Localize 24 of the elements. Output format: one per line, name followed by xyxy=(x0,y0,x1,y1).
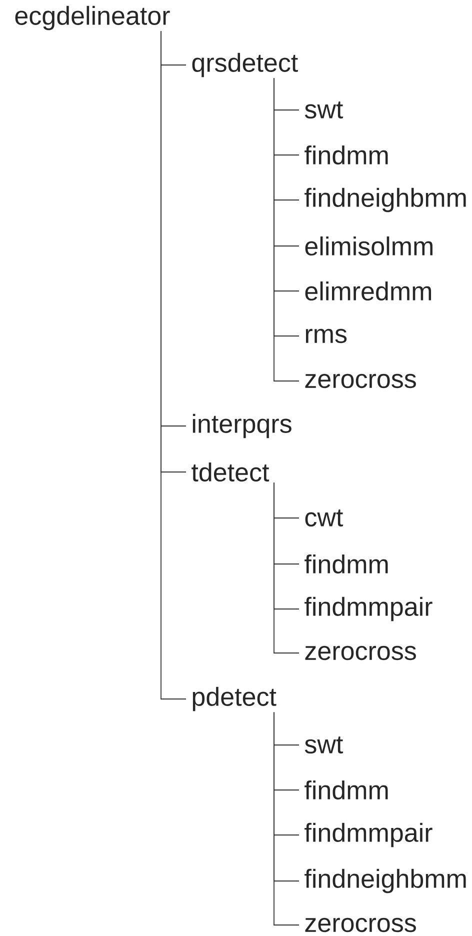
tree-item-label: qrsdetect xyxy=(192,52,298,78)
tree-item-label: findneighbmm xyxy=(304,868,466,894)
tree-item-label: zerocross xyxy=(305,918,416,932)
tree-item-label: swt xyxy=(304,736,344,754)
tree-item-label: findmmpair xyxy=(304,822,432,848)
tree-item-label: elimredmm xyxy=(305,281,432,301)
tree-item-label: findmm xyxy=(304,145,388,165)
tree-item-label: findmm xyxy=(304,780,388,800)
tree-item-label: ecgdelineator xyxy=(15,6,170,30)
tree-item-label: rms xyxy=(306,328,347,344)
tree-item-label: elimisolmm xyxy=(305,236,432,256)
tree-item-label: zerocross xyxy=(305,646,416,660)
tree-item-label: cwt xyxy=(305,509,344,527)
tree-item-label: interpqrs xyxy=(192,414,292,438)
tree-item-label: findmm xyxy=(304,554,388,574)
tree-item-label: findneighbmm xyxy=(304,188,466,212)
tree-connector xyxy=(274,482,300,654)
tree-item-label: findmmpair xyxy=(304,596,432,622)
tree-item-label: zerocross xyxy=(305,374,416,388)
tree-connector xyxy=(160,30,186,700)
tree-connector xyxy=(274,712,300,926)
tree-item-label: tdetect xyxy=(192,462,270,482)
tree-item-label: swt xyxy=(304,101,344,119)
tree-item-label: pdetect xyxy=(192,686,276,712)
